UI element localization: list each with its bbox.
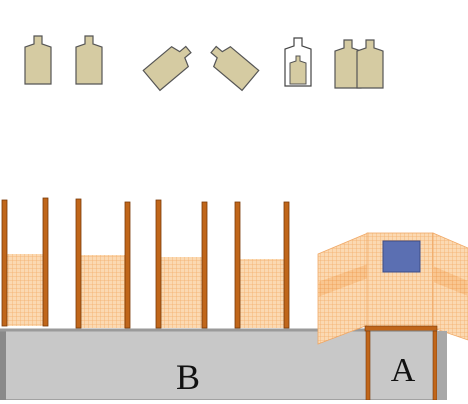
platform-a [366,330,438,401]
zone-a-label: A [391,352,416,389]
mesh-panel [159,257,203,328]
post [201,201,208,329]
target-silhouette-icon [142,45,192,92]
post [365,330,371,401]
platform-edge [437,331,447,400]
post [124,201,131,329]
platform-b [0,328,371,401]
targets-row [24,35,384,92]
post [75,198,82,329]
mesh-panel [80,255,126,328]
post [364,325,438,332]
wall-panels [1,197,290,329]
post [155,199,162,329]
target-silhouette-icon [75,35,103,85]
mesh-panel [6,254,44,326]
target-silhouette-icon [210,45,260,92]
post [283,201,290,329]
post [1,199,8,327]
booth-window [382,240,421,273]
booth-a [317,232,468,401]
wall-posts [1,197,290,329]
post [432,330,438,401]
target-silhouette-icon [24,35,52,85]
booth-wing-band [433,266,468,296]
mesh-panel [238,259,285,328]
post [234,201,241,329]
booth-wing-band [318,264,368,297]
post [42,197,49,327]
no-shoot-target-icon [284,37,312,87]
double-target-icon [356,39,384,89]
zone-b-label: B [176,357,200,397]
